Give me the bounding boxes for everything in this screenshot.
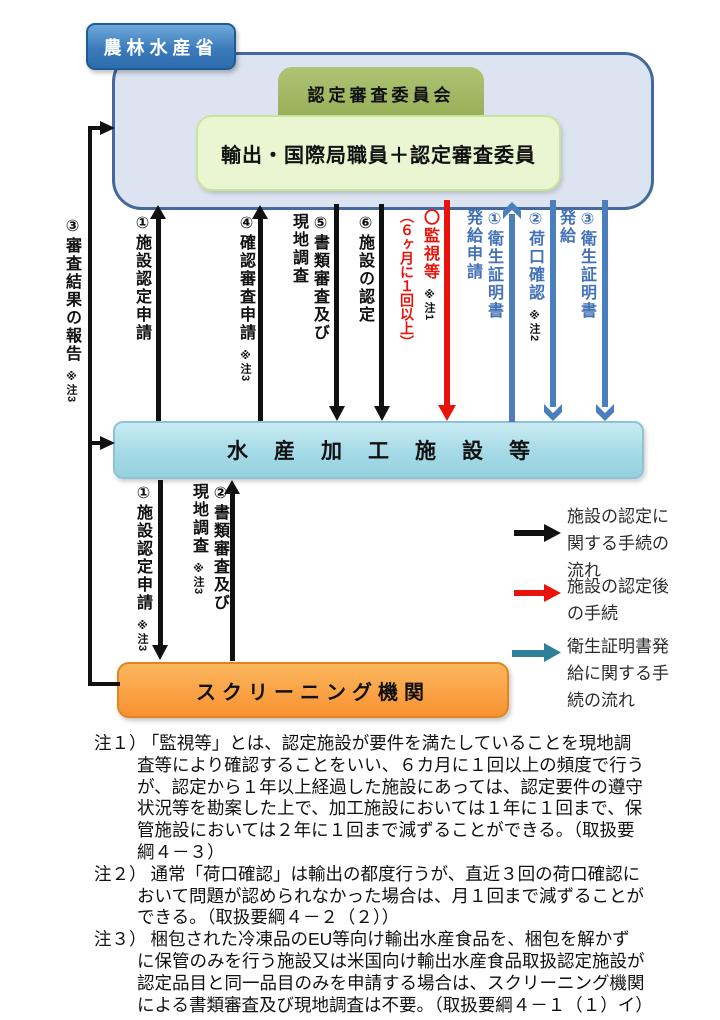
label-certificate-application: ①衛生証明書 発給申請 — [464, 209, 502, 320]
legend-text-health-certificate: 衛生証明書発 給に関する手 続の流れ — [567, 637, 669, 710]
notes-section: 注１）「監視等」とは、認定施設が要件を満たしていることを現地調査等により確認する… — [94, 733, 653, 1016]
black-arrow-icon — [544, 524, 561, 542]
label-cargo-check: ②荷口確認※注2 — [526, 209, 543, 343]
legend-text-certification-flow: 施設の認定に 関する手続の 流れ — [567, 507, 669, 580]
red-arrow-icon — [544, 584, 561, 602]
label-document-review: ⑤書類審査及び 現地調査 — [290, 213, 328, 342]
label-confirmation-application: ④確認審査申請※注3 — [237, 213, 254, 383]
staff-committee-label: 輸出・国際局職員＋認定審査委員 — [221, 144, 536, 167]
teal-arrow-icon — [544, 643, 561, 662]
screening-agency-box: スクリーニング機関 — [117, 662, 509, 718]
label-certificate-issue: ③衛生証明書 発給 — [557, 209, 595, 320]
label-facility-certification: ⑥施設の認定 — [356, 213, 373, 324]
staff-committee-box: 輸出・国際局職員＋認定審査委員 — [196, 115, 561, 191]
legend-text-post-certification: 施設の認定後 の手続 — [567, 577, 669, 623]
certification-committee-label: 認定審査委員会 — [307, 85, 455, 105]
label-screening-application: ①施設認定申請※注3 — [134, 483, 151, 653]
label-report: ③審査結果の報告※注3 — [63, 216, 80, 404]
note-3: 注３）梱包された冷凍品のEU等向け輸出水産食品を、梱包を解かずに保管のみを行う施… — [94, 929, 653, 1015]
fisheries-facility-label: 水産加工施設等 — [227, 440, 556, 463]
ministry-box-label: 農林水産省 — [103, 37, 219, 58]
label-monitoring: 〇監視等※注1 （６ヶ月に１回以上） — [399, 209, 438, 349]
label-facility-application: ①施設認定申請 — [133, 213, 150, 342]
screening-agency-label: スクリーニング機関 — [196, 681, 430, 704]
ministry-box: 農林水産省 — [86, 23, 236, 70]
note-2: 注２）通常「荷口確認」は輸出の都度行うが、直近３回の荷口確認において問題が認めら… — [94, 863, 644, 928]
note-1: 注１）「監視等」とは、認定施設が要件を満たしていることを現地調査等により確認する… — [94, 733, 645, 862]
fisheries-facility-box: 水産加工施設等 — [113, 421, 644, 479]
label-screening-review: ②書類審査及び 現地調査※注3 — [190, 483, 228, 612]
